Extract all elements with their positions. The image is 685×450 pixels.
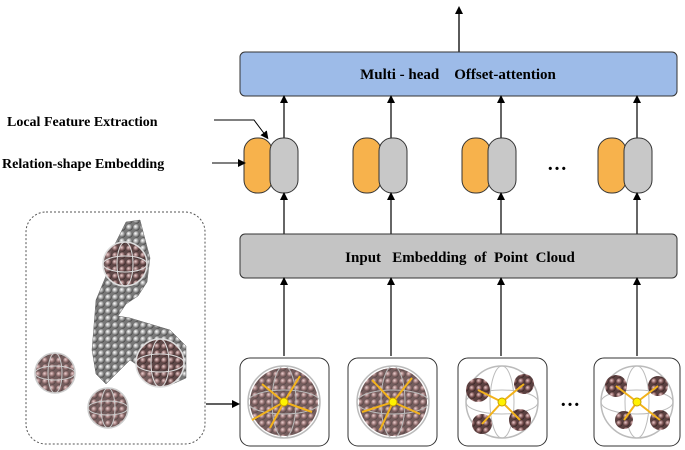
offset-attention-block: Multi - head Offset-attention	[239, 51, 678, 97]
input-embedding-block: Input Embedding of Point Cloud	[239, 233, 678, 279]
sample-sphere-4	[87, 387, 129, 429]
patch-arrows	[280, 277, 641, 356]
embedding-arrows	[280, 192, 641, 234]
input-embedding-label: Input Embedding of Point Cloud	[345, 250, 575, 266]
local-patch-4	[593, 357, 681, 447]
local-patch-3	[457, 357, 548, 447]
sample-sphere-3	[34, 352, 76, 394]
local-patch-2	[347, 357, 438, 447]
ellipsis-features: …	[547, 153, 567, 175]
sample-sphere-2	[135, 338, 185, 388]
relation-shape-label: Relation-shape Embedding	[2, 157, 164, 172]
local-feature-pointer	[214, 119, 269, 140]
offset-attention-label: Multi - head Offset-attention	[360, 67, 556, 83]
attention-arrows	[280, 95, 641, 138]
sample-sphere-1	[102, 241, 148, 287]
point-cloud-panel	[25, 211, 206, 445]
feature-pair-2	[352, 137, 408, 194]
feature-pair-4	[597, 137, 653, 194]
ellipsis-patches: …	[560, 389, 580, 411]
local-feature-label: Local Feature Extraction	[7, 115, 158, 130]
local-patch-1	[239, 357, 330, 447]
feature-pair-3	[461, 137, 517, 194]
feature-pair-1	[243, 137, 299, 194]
